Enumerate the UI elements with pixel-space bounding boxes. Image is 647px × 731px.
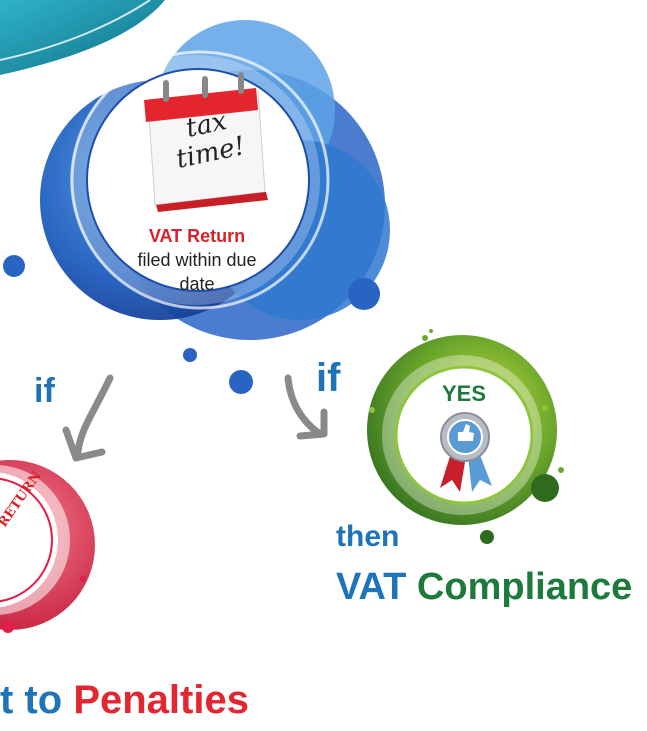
- center-line-2: date: [179, 274, 215, 294]
- compliance-prefix: VAT: [336, 566, 407, 608]
- center-line-1: filed within due: [137, 250, 257, 270]
- calendar-icon: [144, 72, 268, 212]
- arrow-icon: [284, 374, 328, 440]
- right-if-label: if: [316, 356, 341, 400]
- award-ribbon-icon: [440, 412, 492, 492]
- arrow-icon: [62, 374, 114, 462]
- compliance-word: Compliance: [416, 566, 633, 608]
- center-label: VAT Return filed within due date: [112, 224, 282, 296]
- yes-badge-text: YES: [442, 381, 487, 406]
- penalty-prefix: t to: [0, 678, 63, 722]
- penalty-outcome: t to Penalties: [0, 678, 249, 723]
- left-if-label: if: [34, 372, 55, 410]
- compliance-outcome: VAT Compliance: [336, 566, 632, 609]
- top-swoosh: [0, 0, 165, 75]
- then-label: then: [336, 520, 400, 553]
- penalty-bubble: [0, 460, 95, 633]
- vat-return-title: VAT Return: [148, 226, 246, 246]
- penalty-word: Penalties: [73, 678, 249, 722]
